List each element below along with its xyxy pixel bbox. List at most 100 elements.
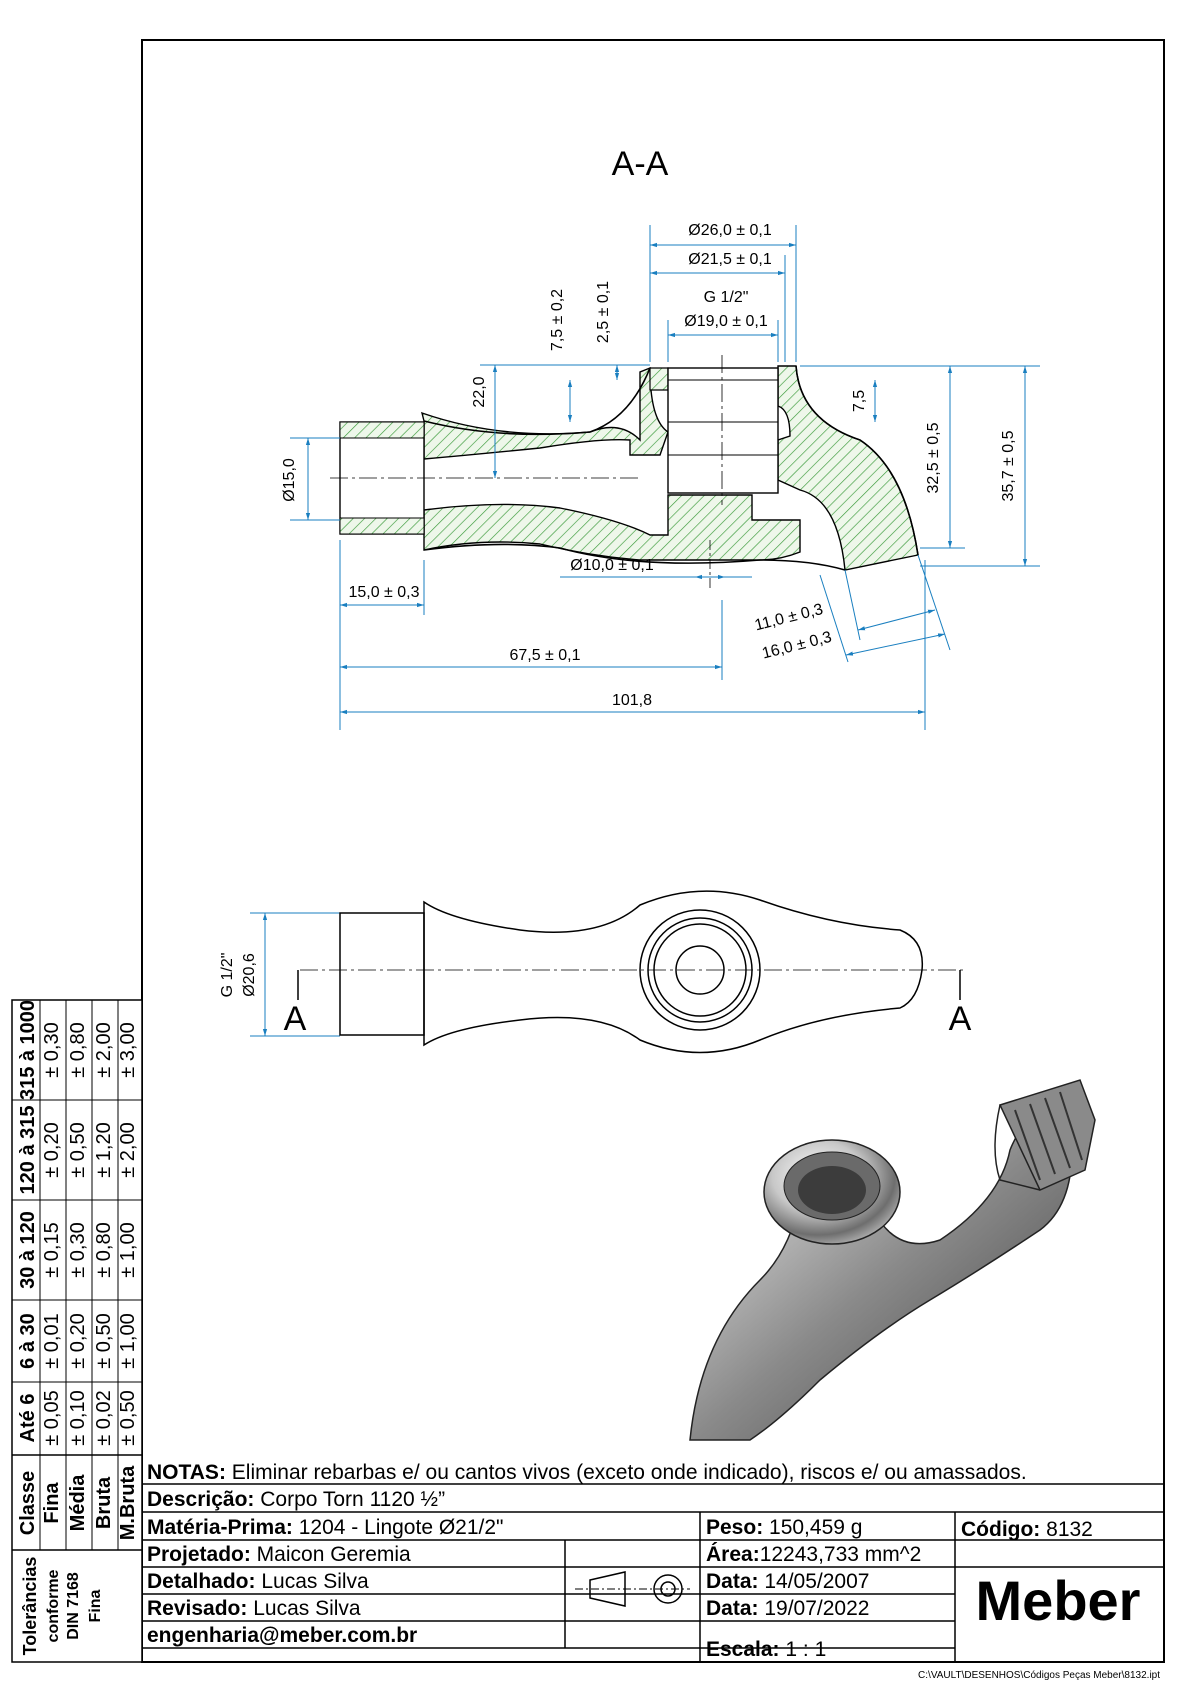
tolerance-value: ± 0,80 bbox=[93, 1222, 115, 1277]
dim-15: 15,0 ± 0,3 bbox=[348, 584, 419, 601]
notes-label: NOTAS: bbox=[147, 1461, 226, 1484]
classe-header: Classe bbox=[17, 1471, 39, 1536]
svg-text:Matéria-Prima: 1204 - Lingote: Matéria-Prima: 1204 - Lingote Ø21/2" bbox=[147, 1516, 504, 1539]
section-title: A-A bbox=[612, 145, 669, 183]
thread-bore bbox=[667, 367, 779, 494]
tolerance-value: ± 0,15 bbox=[41, 1222, 63, 1277]
svg-text:Revisado: Lucas Silva: Revisado: Lucas Silva bbox=[147, 1597, 361, 1620]
dim-d21-5: Ø21,5 ± 0,1 bbox=[688, 251, 772, 268]
projetado-value: Maicon Geremia bbox=[251, 1543, 411, 1566]
dim-thread-g: G 1/2" bbox=[704, 289, 749, 306]
svg-text:Data: 19/07/2022: Data: 19/07/2022 bbox=[706, 1597, 869, 1620]
escala-value: 1 : 1 bbox=[780, 1638, 827, 1661]
tolerance-value: ± 1,20 bbox=[93, 1122, 115, 1177]
tolerance-value: ± 1,00 bbox=[117, 1222, 139, 1277]
revisado-value: Lucas Silva bbox=[247, 1597, 361, 1620]
tolerance-value: ± 0,50 bbox=[67, 1122, 89, 1177]
descricao-label: Descrição: bbox=[147, 1488, 254, 1511]
tol-side-2: conforme bbox=[45, 1569, 62, 1642]
tolerance-value: ± 0,01 bbox=[41, 1313, 63, 1368]
revisado-label: Revisado: bbox=[147, 1597, 247, 1620]
top-view bbox=[339, 890, 924, 1054]
title-block bbox=[142, 1483, 1164, 1662]
tolerance-range-label: 30 à 120 bbox=[17, 1211, 39, 1289]
dim-11: 11,0 ± 0,3 bbox=[753, 601, 825, 634]
materia-label: Matéria-Prima: bbox=[147, 1516, 293, 1539]
tolerance-value: ± 1,00 bbox=[117, 1313, 139, 1368]
dim-35-7: 35,7 ± 0,5 bbox=[1000, 430, 1017, 501]
codigo-label: Código: bbox=[961, 1518, 1040, 1541]
tolerance-range-label: 6 à 30 bbox=[17, 1313, 39, 1369]
section-mark-left: A bbox=[284, 1000, 307, 1038]
dim-67-5: 67,5 ± 0,1 bbox=[509, 647, 580, 664]
dim-d19: Ø19,0 ± 0,1 bbox=[684, 313, 768, 330]
descricao-value: Corpo Torn 1120 ½” bbox=[254, 1488, 445, 1511]
area-value: 12243,733 mm^2 bbox=[760, 1543, 922, 1566]
tolerance-range-label: Até 6 bbox=[17, 1394, 39, 1443]
tolerance-value: ± 3,00 bbox=[117, 1022, 139, 1077]
file-path: C:\VAULT\DESENHOS\Códigos Peças Meber\81… bbox=[918, 1670, 1160, 1681]
dim-7-5: 7,5 bbox=[851, 390, 868, 412]
tolerance-value: ± 0,30 bbox=[67, 1222, 89, 1277]
section-view bbox=[330, 355, 919, 590]
section-mark-right: A bbox=[949, 1000, 972, 1038]
data-criacao-value: 14/05/2007 bbox=[759, 1570, 870, 1593]
escala-label: Escala: bbox=[706, 1638, 780, 1661]
peso-value: 150,459 g bbox=[763, 1516, 862, 1539]
sheet-border bbox=[141, 39, 1165, 1663]
data-criacao-label: Data: bbox=[706, 1570, 759, 1593]
data-revisao-label: Data: bbox=[706, 1597, 759, 1620]
projection-symbol-icon bbox=[575, 1571, 690, 1607]
dim-d26: Ø26,0 ± 0,1 bbox=[688, 222, 772, 239]
tolerance-range-label: 120 à 315 bbox=[17, 1106, 39, 1195]
materia-value: 1204 - Lingote Ø21/2" bbox=[293, 1516, 504, 1539]
company-logo: Meber bbox=[976, 1569, 1141, 1632]
notes-text: Eliminar rebarbas e/ ou cantos vivos (ex… bbox=[226, 1461, 1027, 1484]
section-hatch-main bbox=[649, 367, 669, 391]
tolerance-value: ± 2,00 bbox=[117, 1122, 139, 1177]
svg-text:Data: 14/05/2007: Data: 14/05/2007 bbox=[706, 1570, 869, 1593]
area-label: Área: bbox=[706, 1543, 760, 1566]
dim-7-5-tol: 7,5 ± 0,2 bbox=[549, 289, 566, 351]
svg-text:Projetado: Maicon Geremia: Projetado: Maicon Geremia bbox=[147, 1543, 411, 1566]
tol-side-3: DIN 7168 bbox=[65, 1572, 82, 1640]
tolerance-table bbox=[11, 999, 143, 1663]
detalhado-label: Detalhado: bbox=[147, 1570, 256, 1593]
codigo-value: 8132 bbox=[1040, 1518, 1093, 1541]
dim-d15: Ø15,0 bbox=[281, 458, 298, 502]
tolerance-range-label: 315 à 1000 bbox=[17, 1000, 39, 1100]
tolerance-class-label: Bruta bbox=[93, 1476, 115, 1529]
tol-side-1: Tolerâncias bbox=[20, 1557, 40, 1656]
tolerance-value: ± 0,50 bbox=[117, 1390, 139, 1445]
tolerance-class-label: Fina bbox=[41, 1482, 63, 1524]
dimension-lines bbox=[250, 225, 1040, 1037]
data-revisao-value: 19/07/2022 bbox=[759, 1597, 870, 1620]
svg-text:Detalhado: Lucas Silva: Detalhado: Lucas Silva bbox=[147, 1570, 369, 1593]
tol-side-4: Fina bbox=[87, 1589, 104, 1622]
part-3d-render bbox=[689, 1079, 1096, 1441]
dim-top-thread: G 1/2" bbox=[219, 953, 236, 998]
dim-32-5: 32,5 ± 0,5 bbox=[925, 422, 942, 493]
tolerance-value: ± 2,00 bbox=[93, 1022, 115, 1077]
svg-text:Descrição: Corpo Torn 1120 ½”: Descrição: Corpo Torn 1120 ½” bbox=[147, 1488, 445, 1511]
svg-text:Área:12243,733 mm^2: Área:12243,733 mm^2 bbox=[706, 1543, 921, 1566]
tolerance-class-label: Média bbox=[67, 1474, 89, 1532]
email-link[interactable]: engenharia@meber.com.br bbox=[147, 1624, 417, 1647]
tolerance-value: ± 0,02 bbox=[93, 1390, 115, 1445]
section-hatch-lower bbox=[423, 494, 801, 561]
dim-2-5: 2,5 ± 0,1 bbox=[595, 281, 612, 343]
dim-101-8: 101,8 bbox=[612, 692, 652, 709]
section-hatch-upper bbox=[421, 366, 669, 460]
peso-label: Peso: bbox=[706, 1516, 763, 1539]
dim-22: 22,0 bbox=[471, 376, 488, 407]
detalhado-value: Lucas Silva bbox=[256, 1570, 370, 1593]
tolerance-value: ± 0,20 bbox=[67, 1313, 89, 1368]
svg-text:NOTAS: Eliminar rebarbas e/ ou: NOTAS: Eliminar rebarbas e/ ou cantos vi… bbox=[147, 1461, 1027, 1484]
dim-16: 16,0 ± 0,3 bbox=[760, 629, 833, 663]
svg-text:Peso: 150,459 g: Peso: 150,459 g bbox=[706, 1516, 862, 1539]
tolerance-value: ± 0,80 bbox=[67, 1022, 89, 1077]
svg-text:Código: 8132: Código: 8132 bbox=[961, 1518, 1093, 1541]
tolerance-value: ± 0,05 bbox=[41, 1390, 63, 1445]
